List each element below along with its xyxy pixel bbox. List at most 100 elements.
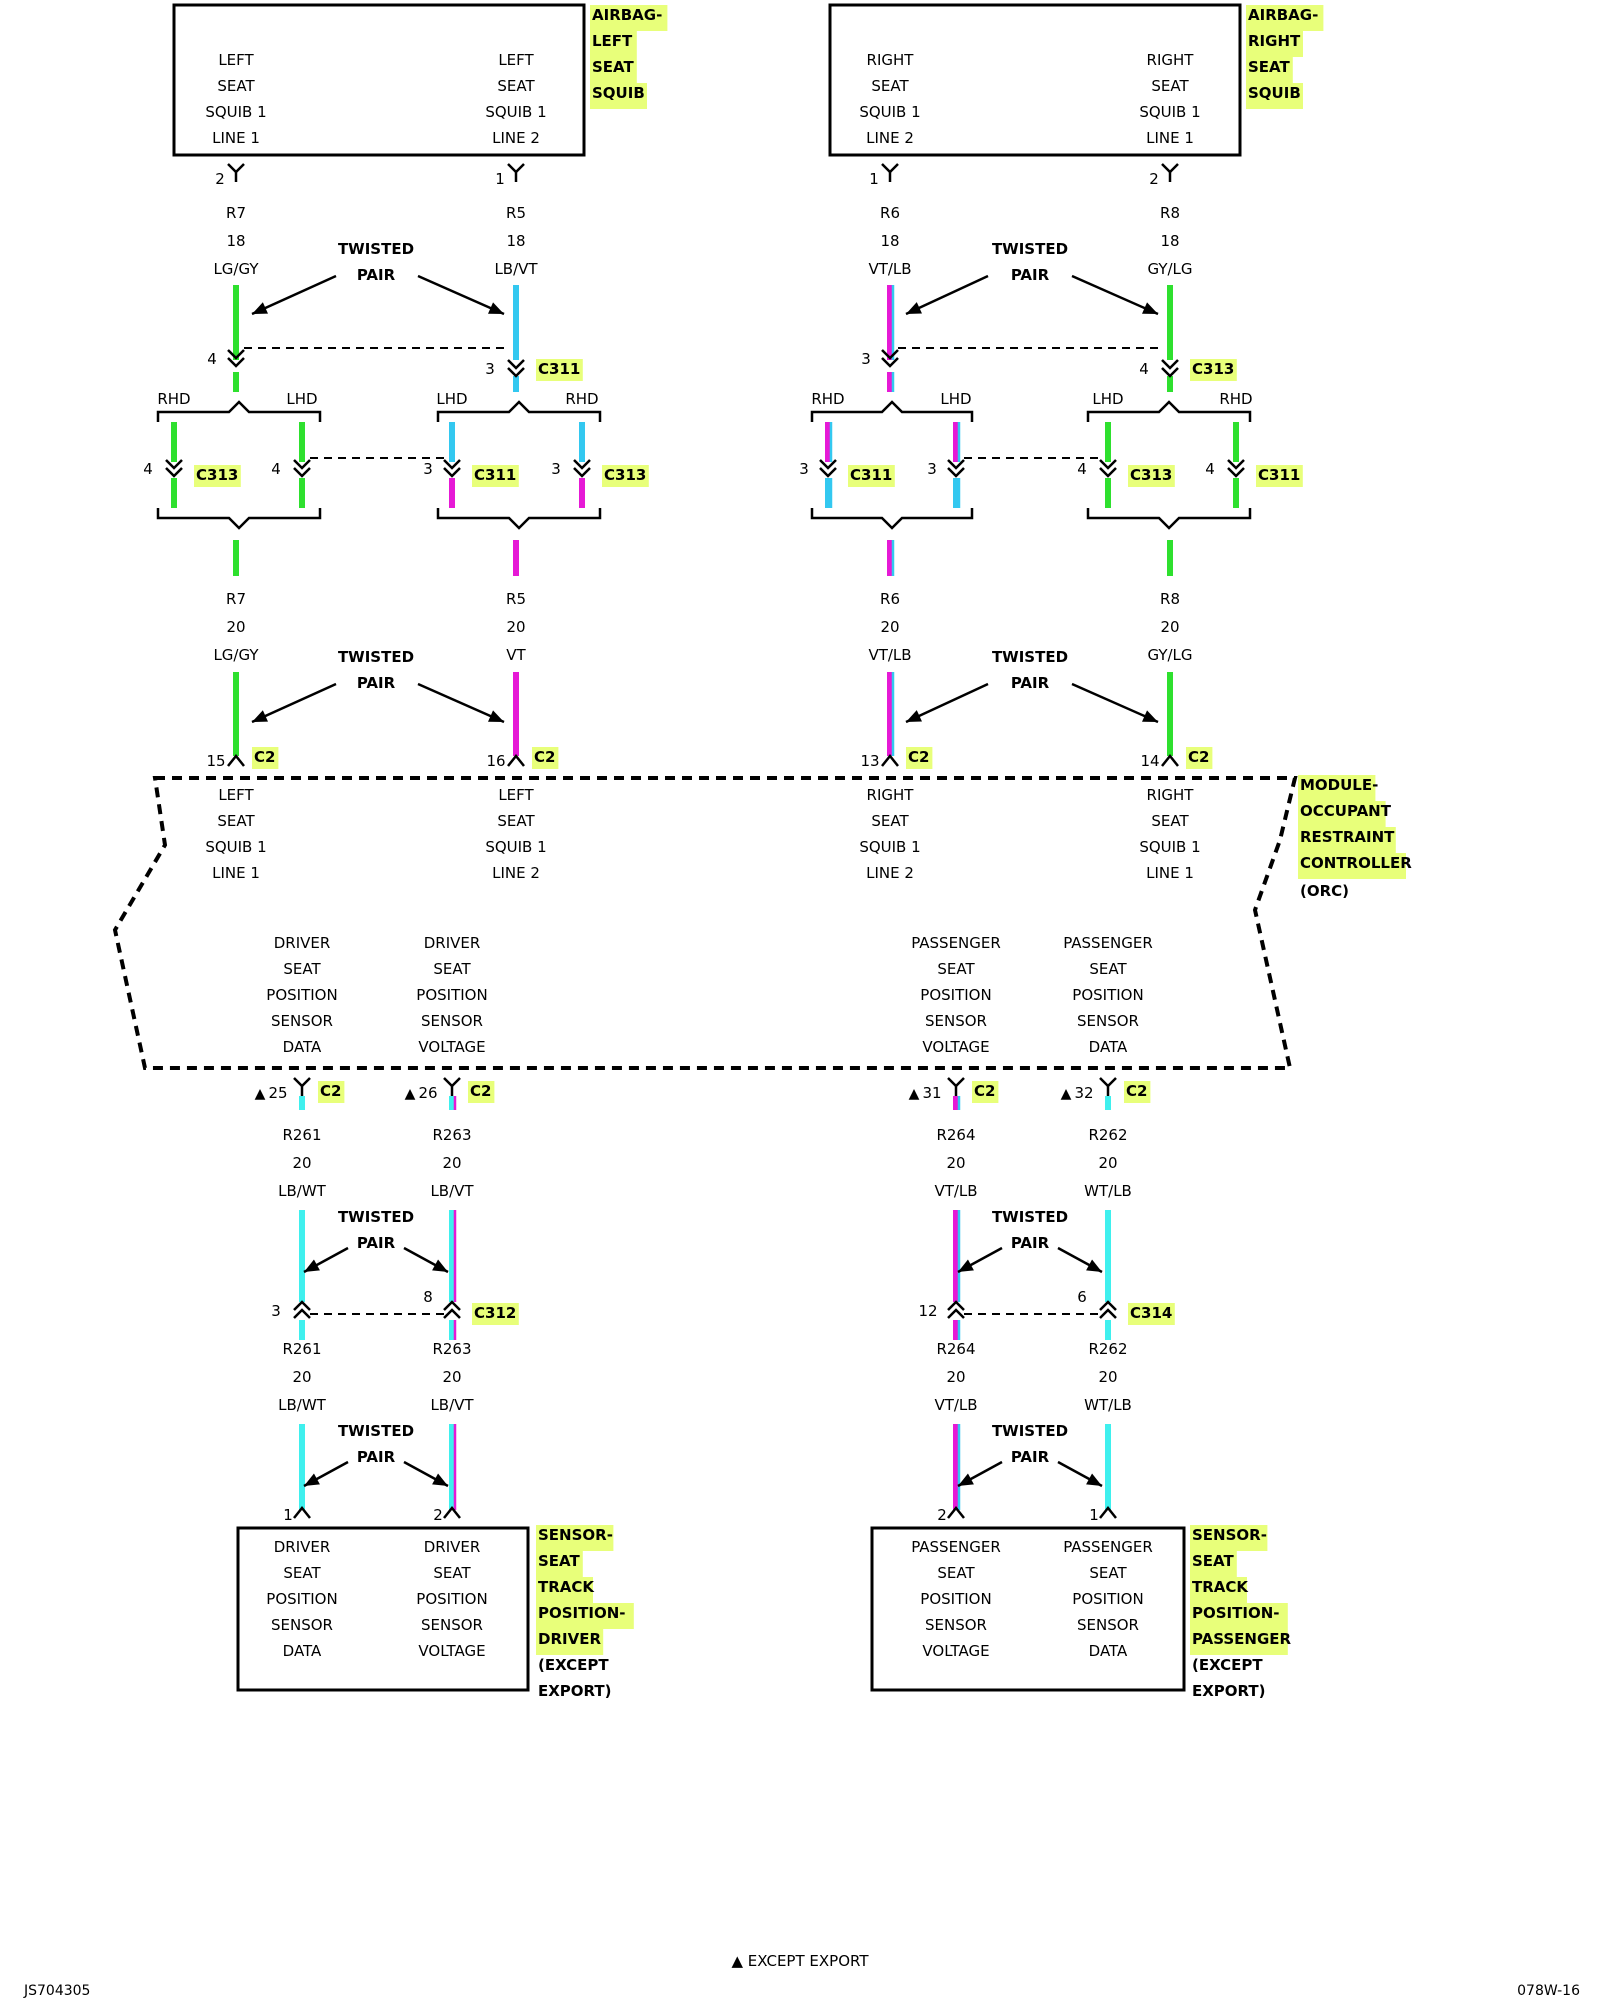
sensor-passenger-subtitle: (EXCEPT <box>1192 1656 1263 1674</box>
wire-color: VT/LB <box>868 260 911 278</box>
orc-pin-label: LINE 2 <box>492 864 540 882</box>
sensor-passenger-title: PASSENGER <box>1192 1630 1292 1648</box>
orc-title: CONTROLLER <box>1300 854 1412 872</box>
airbag-right-title-highlight <box>1246 57 1293 83</box>
airbag-right-title-highlight <box>1246 83 1303 109</box>
sensor-driver-title-highlight <box>536 1525 614 1551</box>
connector-symbol <box>227 349 245 360</box>
orc-pin-label: SEAT <box>1151 812 1189 830</box>
wire-color: LG/GY <box>213 646 259 664</box>
wire-gauge: 20 <box>292 1154 311 1172</box>
pin-number: 3 <box>799 460 809 478</box>
connector-name-highlight <box>906 747 933 769</box>
branch-brace <box>156 400 322 422</box>
sensor-driver-title-highlight <box>536 1577 593 1603</box>
pin-number: 31 <box>922 1084 941 1102</box>
wire-color: LB/WT <box>278 1182 327 1200</box>
connector-symbol <box>443 1077 461 1088</box>
orc-pin-label: DRIVER <box>274 934 331 952</box>
airbag-right-title-highlight <box>1246 5 1324 31</box>
connector-symbol <box>507 753 525 767</box>
connector-name: C314 <box>1130 1304 1172 1322</box>
pin-label: SQUIB 1 <box>205 103 266 121</box>
sensor-pin-label: SEAT <box>937 1564 975 1582</box>
connector-name: C2 <box>534 748 555 766</box>
branch-label: RHD <box>565 390 598 408</box>
connector-symbol <box>819 467 837 478</box>
airbag-left-title-highlight <box>590 83 647 109</box>
sensor-passenger-title-highlight <box>1190 1551 1237 1577</box>
pin-number: 3 <box>861 350 871 368</box>
pin-number: 4 <box>1139 360 1149 378</box>
twisted-pair-label: PAIR <box>1011 266 1050 284</box>
connector-symbol <box>947 1308 965 1319</box>
line-layer <box>156 163 1252 1519</box>
branch-brace <box>436 508 602 530</box>
pin-label: LINE 1 <box>1146 129 1194 147</box>
branch-brace <box>156 508 322 530</box>
airbag-left-title-highlight <box>590 31 637 57</box>
wire-color: GY/LG <box>1147 260 1192 278</box>
connector-symbol <box>293 1077 311 1088</box>
connector-symbol <box>1099 1505 1117 1519</box>
pin-label: LINE 1 <box>212 129 260 147</box>
connector-name: C2 <box>320 1082 341 1100</box>
pin-label: LINE 2 <box>492 129 540 147</box>
connector-symbol <box>507 367 525 378</box>
orc-pin-label: RIGHT <box>1147 786 1195 804</box>
connector-symbol <box>573 459 591 470</box>
connector-symbol <box>165 459 183 470</box>
pin-number: 15 <box>206 752 225 770</box>
twisted-pair-arrow <box>1071 274 1159 316</box>
arrow-head <box>488 302 504 314</box>
orc-pin-label: POSITION <box>920 986 991 1004</box>
connector-symbol <box>1161 367 1179 378</box>
connector-name: C313 <box>196 466 238 484</box>
sensor-passenger-box <box>870 1526 1186 1692</box>
pin-number: 14 <box>1140 752 1159 770</box>
airbag-left-title: SQUIB <box>592 84 645 102</box>
pin-number: 3 <box>271 1302 281 1320</box>
pin-number: 2 <box>937 1506 947 1524</box>
twisted-pair-label: TWISTED <box>338 1208 414 1226</box>
orc-pin-label: VOLTAGE <box>418 1038 485 1056</box>
wire-gauge: 20 <box>442 1368 461 1386</box>
pin-label: SQUIB 1 <box>1139 103 1200 121</box>
footer-right: 078W-16 <box>1517 1983 1580 1999</box>
orc-title: MODULE- <box>1300 776 1378 794</box>
connector-name-highlight <box>468 1081 495 1103</box>
sensor-driver-subtitle: (EXCEPT <box>538 1656 609 1674</box>
sensor-passenger-title-highlight <box>1190 1525 1268 1551</box>
airbag-right-title: SEAT <box>1248 58 1290 76</box>
pin-number: 4 <box>1077 460 1087 478</box>
connector-name: C2 <box>254 748 275 766</box>
airbag-right-box <box>828 3 1242 157</box>
connector-symbol <box>1099 467 1117 478</box>
wire-gauge: 20 <box>506 618 525 636</box>
pin-number: 12 <box>918 1302 937 1320</box>
airbag-left-title: SEAT <box>592 58 634 76</box>
except-export-mark: ▲ <box>255 1086 266 1102</box>
connector-symbol <box>165 467 183 478</box>
connector-name-highlight <box>252 747 279 769</box>
connector-symbol <box>293 1505 311 1519</box>
connector-name-highlight <box>1256 465 1303 487</box>
connector-name: C311 <box>1258 466 1300 484</box>
circuit-id: R262 <box>1088 1126 1127 1144</box>
pin-number: 4 <box>1205 460 1215 478</box>
airbag-left-title: AIRBAG- <box>592 6 662 24</box>
connector-name-highlight <box>602 465 649 487</box>
airbag-left-box <box>172 3 586 157</box>
arrow-head <box>488 710 504 722</box>
connector-symbol <box>819 459 837 470</box>
airbag-left-title: LEFT <box>592 32 633 50</box>
twisted-pair-label: TWISTED <box>338 1422 414 1440</box>
connector-name-highlight <box>1190 359 1237 381</box>
connector-name-highlight <box>1128 465 1175 487</box>
pin-number: 2 <box>433 1506 443 1524</box>
sensor-pin-label: POSITION <box>266 1590 337 1608</box>
sensor-pin-label: SENSOR <box>925 1616 987 1634</box>
orc-pin-label: SENSOR <box>1077 1012 1139 1030</box>
connector-symbol <box>227 357 245 368</box>
